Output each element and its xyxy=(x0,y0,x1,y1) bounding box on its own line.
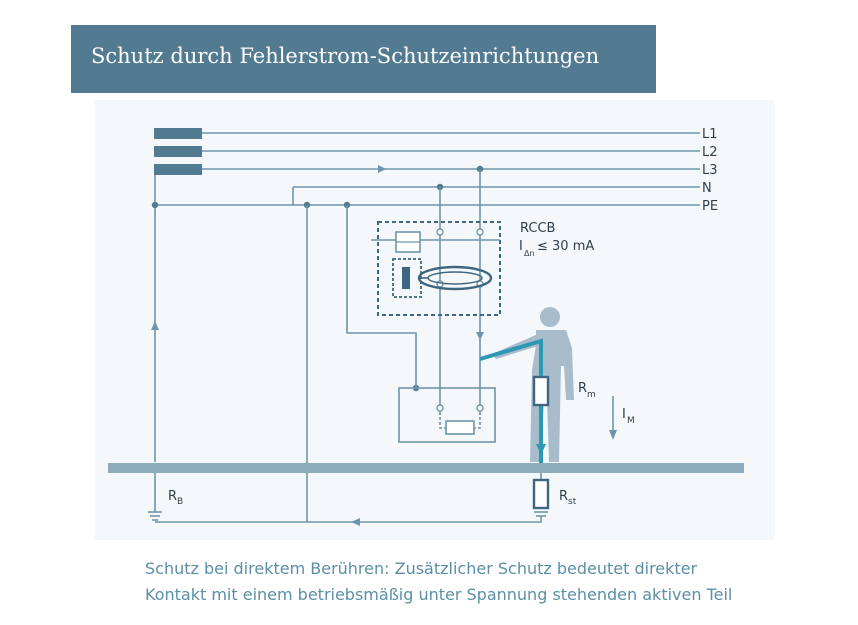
rb-label-subscript: B xyxy=(177,497,183,507)
fault-current-path xyxy=(479,338,543,470)
rccb-rating-subscript: Δn xyxy=(524,249,535,258)
fault-arrow xyxy=(476,332,484,340)
return-path xyxy=(155,516,542,523)
label-l2: L2 xyxy=(702,145,718,160)
rst-earth-electrode xyxy=(532,473,550,517)
diagram-caption: Schutz bei direktem Berühren: Zusätzlich… xyxy=(145,556,825,608)
rb-earth-electrode xyxy=(148,473,162,521)
im-arrow xyxy=(609,396,617,440)
caption-line-1: Schutz bei direktem Berühren: Zusätzlich… xyxy=(145,559,698,578)
im-label: I xyxy=(622,407,626,422)
rm-resistor xyxy=(532,375,550,407)
rccb-rating-symbol: I xyxy=(519,239,523,254)
label-n: N xyxy=(702,181,712,196)
im-label-subscript: M xyxy=(627,416,635,426)
return-arrow xyxy=(351,518,360,526)
label-pe: PE xyxy=(702,199,718,214)
title-bar: Schutz durch Fehlerstrom-Schutzeinrichtu… xyxy=(71,25,656,93)
rm-label-subscript: m xyxy=(587,390,596,400)
rccb-rating-value: ≤ 30 mA xyxy=(537,239,594,254)
rccb-label: RCCB xyxy=(520,221,555,236)
transformer-windings xyxy=(154,128,202,175)
rb-label: R xyxy=(168,489,177,504)
rccb-device xyxy=(371,221,501,316)
im-path-arrow xyxy=(536,444,546,455)
rst-label-subscript: st xyxy=(568,497,577,507)
supply-lines xyxy=(154,132,700,462)
junction-dots xyxy=(151,165,484,392)
page-title: Schutz durch Fehlerstrom-Schutzeinrichtu… xyxy=(91,44,600,68)
l3-arrow xyxy=(378,165,386,173)
rst-label: R xyxy=(559,489,568,504)
rb-arrow xyxy=(151,321,159,330)
ground-bar xyxy=(108,463,744,473)
label-l1: L1 xyxy=(702,127,718,142)
caption-line-2: Kontakt mit einem betriebsmäßig unter Sp… xyxy=(145,585,733,604)
rm-label: R xyxy=(578,381,587,396)
label-l3: L3 xyxy=(702,163,718,178)
rccb-contacts xyxy=(436,228,484,412)
